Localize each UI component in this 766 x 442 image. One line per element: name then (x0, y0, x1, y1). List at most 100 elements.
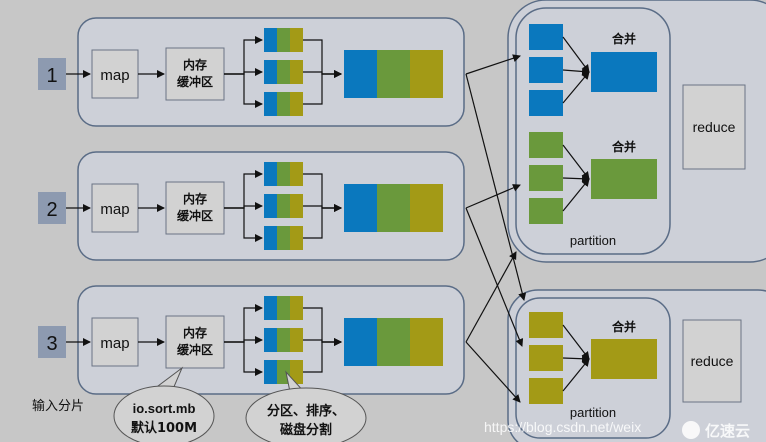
map-label: map (100, 201, 129, 218)
spill-to-merge-arrow (303, 70, 342, 105)
reduce-label: reduce (693, 119, 736, 135)
callout-bubble (113, 385, 215, 442)
segment-to-merge-arrow (562, 178, 590, 212)
map-label: map (100, 67, 129, 84)
spill-file-segment (264, 296, 277, 320)
memory-buffer-box (165, 47, 225, 101)
spill-file-segment (277, 92, 290, 116)
merged-output-segment (377, 318, 410, 366)
spill-file-segment (290, 60, 303, 84)
spill-to-merge-arrow (303, 204, 342, 239)
spill-file-segment (290, 28, 303, 52)
merged-partition-block (591, 52, 657, 92)
spill-file-segment (277, 328, 290, 352)
spill-file-segment (264, 194, 277, 218)
merged-output-segment (410, 318, 443, 366)
spill-file-segment (277, 226, 290, 250)
merged-output-segment (344, 184, 377, 232)
input-split-label: 输入分片 (32, 398, 84, 414)
memory-buffer-box (165, 181, 225, 235)
spill-file-segment (290, 328, 303, 352)
shuffle-arrow (465, 341, 521, 403)
spill-file-segment (290, 162, 303, 186)
spill-file-segment (290, 92, 303, 116)
split-index-label: 2 (46, 199, 57, 221)
spill-file-segment (264, 28, 277, 52)
memory-buffer-label-line1: 内存 (183, 191, 207, 206)
spill-file-segment (290, 296, 303, 320)
memory-buffer-label-line1: 内存 (183, 325, 207, 340)
reducer-input-segment (529, 312, 563, 338)
buffer-to-spill-arrow (224, 73, 263, 108)
reducer-input-segment (529, 132, 563, 158)
spill-file-segment (290, 360, 303, 384)
segment-to-merge-arrow (562, 71, 590, 104)
reducer-input-segment (529, 345, 563, 371)
reducer-input-segment (529, 378, 563, 404)
shuffle-arrow (465, 54, 521, 75)
merged-partition-block (591, 159, 657, 199)
map-box (91, 183, 139, 233)
spill-file-segment (277, 162, 290, 186)
reducer-input-segment (529, 90, 563, 116)
callout-text-line1: io.sort.mb (133, 401, 196, 416)
partition-label: partition (570, 233, 616, 248)
brand-logo-icon (682, 421, 700, 439)
spill-file-segment (264, 328, 277, 352)
memory-buffer-label-line1: 内存 (183, 57, 207, 72)
memory-buffer-box (165, 315, 225, 369)
merge-label: 合并 (612, 139, 636, 154)
split-index-badge (38, 58, 66, 90)
spill-file-segment (290, 194, 303, 218)
memory-buffer-label-line2: 缓冲区 (177, 208, 213, 223)
merged-output-segment (344, 318, 377, 366)
shuffle-arrow (465, 251, 517, 343)
merge-label: 合并 (612, 31, 636, 46)
merged-output-segment (377, 184, 410, 232)
shuffle-arrow (465, 184, 521, 209)
callout-bubble (245, 387, 367, 442)
shuffle-arrow (465, 207, 524, 347)
reducer-input-segment (529, 198, 563, 224)
merge-label: 合并 (612, 319, 636, 334)
spill-file-segment (264, 360, 277, 384)
spill-file-segment (277, 296, 290, 320)
split-index-badge (38, 192, 66, 224)
spill-file-segment (264, 226, 277, 250)
reducer-input-segment (529, 165, 563, 191)
segment-to-merge-arrow (562, 144, 590, 180)
map-label: map (100, 335, 129, 352)
merged-output-segment (377, 50, 410, 98)
reduce-box (682, 84, 746, 170)
watermark-brand-text: 亿速云 (705, 422, 750, 440)
watermark-url-text: https://blog.csdn.net/weix (484, 419, 641, 435)
split-index-label: 3 (46, 333, 57, 355)
reduce-label: reduce (691, 353, 734, 369)
merged-output-segment (410, 50, 443, 98)
spill-file-segment (264, 92, 277, 116)
map-box (91, 317, 139, 367)
spill-to-merge-arrow (303, 338, 342, 373)
spill-file-segment (277, 60, 290, 84)
segment-to-merge-arrow (562, 36, 590, 73)
callout-text-line2: 默认100M (131, 420, 197, 436)
split-index-label: 1 (46, 65, 57, 87)
partition-label: partition (570, 405, 616, 420)
split-index-badge (38, 326, 66, 358)
spill-file-segment (277, 194, 290, 218)
spill-file-segment (264, 162, 277, 186)
segment-to-merge-arrow (562, 324, 590, 360)
reduce-box (682, 319, 742, 403)
merged-output-segment (344, 50, 377, 98)
merged-output-segment (410, 184, 443, 232)
callout-text-line2: 磁盘分割 (280, 422, 332, 438)
memory-buffer-label-line2: 缓冲区 (177, 74, 213, 89)
reducer-input-segment (529, 57, 563, 83)
spill-file-segment (290, 226, 303, 250)
memory-buffer-label-line2: 缓冲区 (177, 342, 213, 357)
merged-partition-block (591, 339, 657, 379)
spill-file-segment (277, 28, 290, 52)
shuffle-arrow (465, 73, 527, 301)
callout-text-line1: 分区、排序、 (267, 403, 345, 419)
